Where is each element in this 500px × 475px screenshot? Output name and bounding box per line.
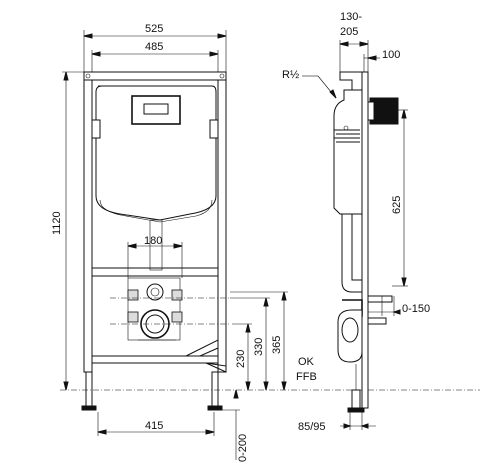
side-frame-post: [361, 71, 369, 409]
dim-width-outer: 525: [145, 23, 163, 35]
dim-height-330: 330: [253, 338, 265, 356]
cistern: [95, 85, 217, 221]
dim-height-625: 625: [391, 196, 403, 214]
dim-bottom-depth: 85/95: [298, 421, 326, 433]
middle-rail: [91, 267, 219, 277]
top-rail: [83, 71, 227, 81]
floor-label-line2: FFB: [296, 371, 317, 383]
dim-depth-range-line2: 205: [340, 26, 358, 38]
bottom-rail: [91, 355, 219, 364]
dim-height-230: 230: [235, 350, 247, 368]
dim-offset: 0-150: [402, 303, 430, 315]
dim-depth-range-line1: 130-: [340, 11, 362, 23]
dim-floor-adjust: 0-200: [237, 434, 249, 462]
dim-foot-spacing: 415: [145, 420, 163, 432]
right-frame-post: [217, 71, 227, 373]
flush-plate: [131, 95, 181, 125]
cistern-side: [333, 89, 363, 215]
dim-height-total: 1120: [51, 211, 63, 235]
dim-depth-100: 100: [382, 49, 400, 61]
left-frame-post: [83, 71, 93, 373]
dim-height-365: 365: [271, 336, 283, 354]
side-view: 130- 205 100 R½ 625 0-150 OK FFB: [282, 11, 430, 433]
dim-pipe-spacing: 180: [144, 235, 162, 247]
flush-inlet: [146, 283, 164, 301]
dim-width-inner: 485: [145, 41, 163, 53]
corrugated-inlet: [334, 125, 360, 143]
floor-label-line1: OK: [298, 356, 315, 368]
thread-label: R½: [282, 69, 299, 81]
front-view: 525 485 1120 180 415 0-200: [51, 23, 480, 462]
